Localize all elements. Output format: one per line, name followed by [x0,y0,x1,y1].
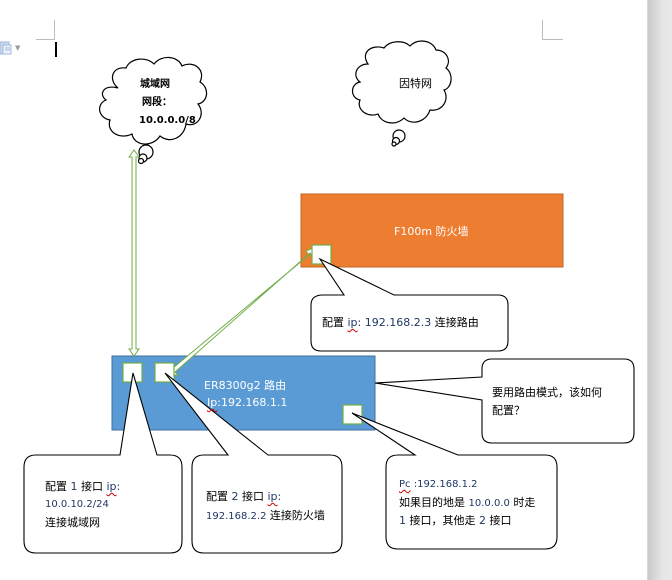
text-cursor [55,42,57,57]
callout-port2-num: 2 [231,490,239,503]
callout-pc-line1: Pc :192.168.1.2 [399,476,478,494]
callout-port1-mid: 接口 [77,480,107,493]
metro-cloud-subnet-label: 网段： [142,97,172,108]
callout-pc-line2-b: 时走 [509,496,536,509]
router-ip: Ip:192.168.1.1 [207,396,287,409]
callout-pc-line2: 如果目的地是 10.0.0.0 时走 [399,494,535,513]
callout-question-line1: 要用路由模式，该如何 [492,386,602,399]
callout-firewall-ip-text: 配置 ip: 192.168.2.3 连接路由 [322,314,479,332]
metro-link-arrow [128,149,140,357]
callout-port2-ip-word: ip [267,490,278,503]
callout-port1-line3: 连接城域网 [45,516,100,529]
router-box[interactable] [111,355,376,431]
callout-port1-prefix: 配置 [45,480,71,493]
page-edge [647,0,648,580]
firewall-box[interactable] [300,193,564,268]
callout-port2-line1: 配置 2 接口 ip: [206,488,281,506]
callout-port2-line2: 192.168.2.2 连接防火墙 [206,507,325,526]
callout-firewall-ip-prefix: 配置 [322,316,348,329]
metro-cloud [99,56,208,165]
callout-pc-ip: :192.168.1.2 [410,479,478,490]
callout-port1-shape [23,372,183,554]
callout-firewall-ip-value: : 192.168.2.3 [357,316,432,329]
paste-options-icon[interactable] [0,40,12,55]
callout-port2-desc: 连接防火墙 [266,509,325,522]
router-port-pc[interactable] [342,404,363,425]
callout-port1-num: 1 [70,480,78,493]
internet-cloud-label: 因特网 [399,77,432,90]
router-ip-value: :192.168.1.1 [217,396,288,409]
callout-pc-line3-a: 接口，其他走 [406,514,479,527]
callout-pc-word: Pc [399,479,411,490]
callout-pc-line3-b: 接口 [486,514,512,527]
callout-port1-line1: 配置 1 接口 ip: [45,478,120,496]
callout-port2-ip: 192.168.2.2 [206,511,267,522]
metro-cloud-title: 城域网 [140,79,170,90]
metro-cloud-subnet: 10.0.0.0/8 [139,115,196,126]
callout-pc-line2-a: 如果目的地是 [399,496,469,509]
callout-port2-shape [164,372,343,554]
margin-corner-top-left [36,20,55,40]
router-name: ER8300g2 路由 [204,379,287,392]
paste-dropdown-icon[interactable]: ▼ [15,44,21,52]
callout-pc-port1: 1 [399,514,406,527]
callout-question-shape [374,358,635,444]
firewall-port[interactable] [311,244,332,265]
callout-firewall-ip-word: ip [347,316,358,329]
firewall-label: F100m 防火墙 [394,225,469,238]
callout-pc-port2: 2 [479,514,486,527]
internet-cloud [351,40,452,147]
callout-port1-ip: 10.0.10.2/24 [45,499,109,510]
callout-port2-colon: : [277,490,282,503]
callout-pc-line3: 1 接口，其他走 2 接口 [399,512,512,530]
callout-pc-shape [351,412,558,550]
callout-firewall-ip-shape [310,257,509,352]
margin-corner-top-right [542,20,563,40]
callout-port1-colon: : [116,480,121,493]
router-ip-prefix: Ip [207,396,218,409]
callout-port1-ip-word: ip [106,480,117,493]
workspace-gutter [648,0,672,580]
callout-pc-dest: 10.0.0.0 [468,498,510,509]
callout-port2-mid: 接口 [238,490,268,503]
callout-question-line2: 配置？ [492,404,525,417]
callout-firewall-ip-suffix: 连接路由 [431,316,479,329]
callout-port2-prefix: 配置 [206,490,232,503]
